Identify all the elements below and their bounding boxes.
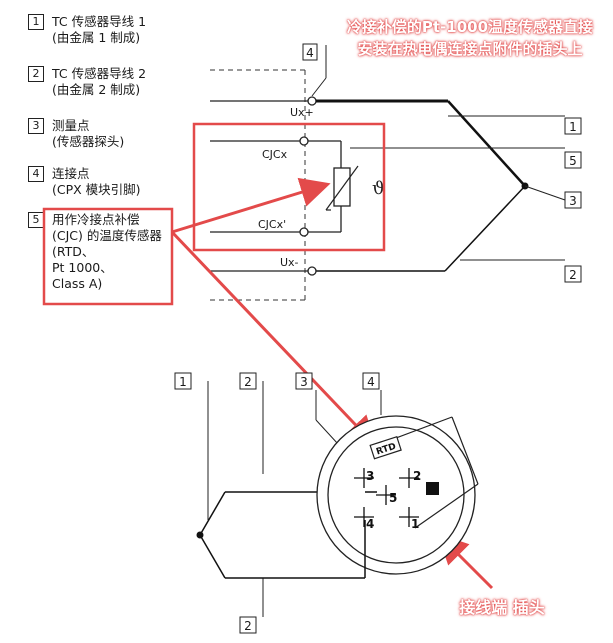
connector-box-1: 1: [174, 372, 192, 390]
terminal-cjcx-prime: [299, 227, 309, 237]
ux-minus-label: Ux-: [280, 256, 299, 269]
svg-text:2: 2: [244, 375, 252, 389]
terminal-ux-plus: [307, 96, 317, 106]
legend-line: 测量点: [52, 118, 90, 133]
legend-number-box: 1: [28, 14, 44, 30]
marker-box-2: 2: [564, 265, 582, 283]
cjc-highlight: [192, 122, 386, 252]
legend-line: 用作冷接点补偿(CJC) 的温度传感器 (RTD、: [52, 212, 162, 259]
thermocouple-wire-1: [447, 100, 526, 187]
pin-5-label: 5: [389, 491, 397, 505]
legend-line: TC 传感器导线 2: [52, 66, 147, 81]
rtd-resistor: [325, 165, 359, 211]
terminal-plug-annotation: 接线端 插头: [459, 598, 545, 617]
connector-box-3: 3: [295, 372, 313, 390]
connector-box-2-bottom: 2: [239, 616, 257, 634]
leader-line: [524, 185, 566, 201]
marker-box-4: 4: [302, 43, 318, 61]
legend-line: (由金属 2 制成): [52, 82, 141, 97]
theta-symbol: ϑ: [372, 178, 385, 199]
thermocouple-wire-2: [444, 185, 526, 272]
leader-line: [311, 77, 327, 97]
legend-line: Pt 1000、 Class A): [52, 260, 113, 291]
cjcx-prime-label: CJCx': [258, 218, 286, 231]
legend-item-4: 4 连接点(CPX 模块引脚): [28, 166, 141, 198]
marker-box-5: 5: [564, 151, 582, 169]
legend-number-box: 3: [28, 118, 44, 134]
leader-line: [315, 419, 339, 445]
marker-box-1: 1: [564, 117, 582, 135]
rtd-lead: [414, 483, 479, 529]
legend-line: (由金属 1 制成): [52, 30, 141, 45]
svg-text:3: 3: [569, 194, 577, 208]
legend-item-1: 1 TC 传感器导线 1(由金属 1 制成): [28, 14, 146, 46]
legend-number-box: 2: [28, 66, 44, 82]
rtd-lead: [451, 416, 479, 485]
pin-1-label: 1: [411, 517, 419, 531]
pin-3-label: 3: [366, 469, 374, 483]
legend-number-box: 4: [28, 166, 44, 182]
svg-text:2: 2: [244, 619, 252, 633]
terminal-ux-minus: [307, 266, 317, 276]
connector-inner-ring: [327, 426, 465, 564]
thermocouple-wire-2: [199, 534, 226, 579]
legend-item-2: 2 TC 传感器导线 2(由金属 2 制成): [28, 66, 146, 98]
svg-text:3: 3: [300, 375, 308, 389]
svg-text:1: 1: [179, 375, 187, 389]
svg-text:5: 5: [569, 154, 577, 168]
terminal-cjcx: [299, 136, 309, 146]
pin-2-label: 2: [413, 469, 421, 483]
rtd-label-box: RTD: [369, 436, 402, 460]
cjcx-label: CJCx: [262, 148, 288, 161]
thermocouple-wire-1: [199, 491, 226, 536]
arrow-to-rtd: [171, 177, 331, 234]
pin-marks: [354, 468, 419, 527]
marker-box-3: 3: [564, 191, 582, 209]
legend-line: 连接点: [52, 166, 90, 181]
svg-text:4: 4: [367, 375, 375, 389]
legend-5-highlight: [42, 207, 174, 306]
svg-text:1: 1: [569, 120, 577, 134]
legend-item-3: 3 测量点(传感器探头): [28, 118, 124, 150]
svg-text:4: 4: [306, 46, 314, 60]
pin-4-label: 4: [366, 517, 374, 531]
legend-line: TC 传感器导线 1: [52, 14, 147, 29]
key-notch: [426, 482, 439, 495]
connector-box-4: 4: [362, 372, 380, 390]
legend-line: (CPX 模块引脚): [52, 182, 141, 197]
ux-plus-label: Ux+: [290, 106, 314, 119]
svg-text:2: 2: [569, 268, 577, 282]
arrow-to-connector-rtd: [170, 230, 377, 447]
connector-box-2: 2: [239, 372, 257, 390]
legend-line: (传感器探头): [52, 134, 125, 149]
cjc-annotation: 冷接补偿的Pt-1000温度传感器直接安装在热电偶连接点附件的插头上: [346, 18, 594, 58]
measuring-point: [196, 531, 204, 539]
